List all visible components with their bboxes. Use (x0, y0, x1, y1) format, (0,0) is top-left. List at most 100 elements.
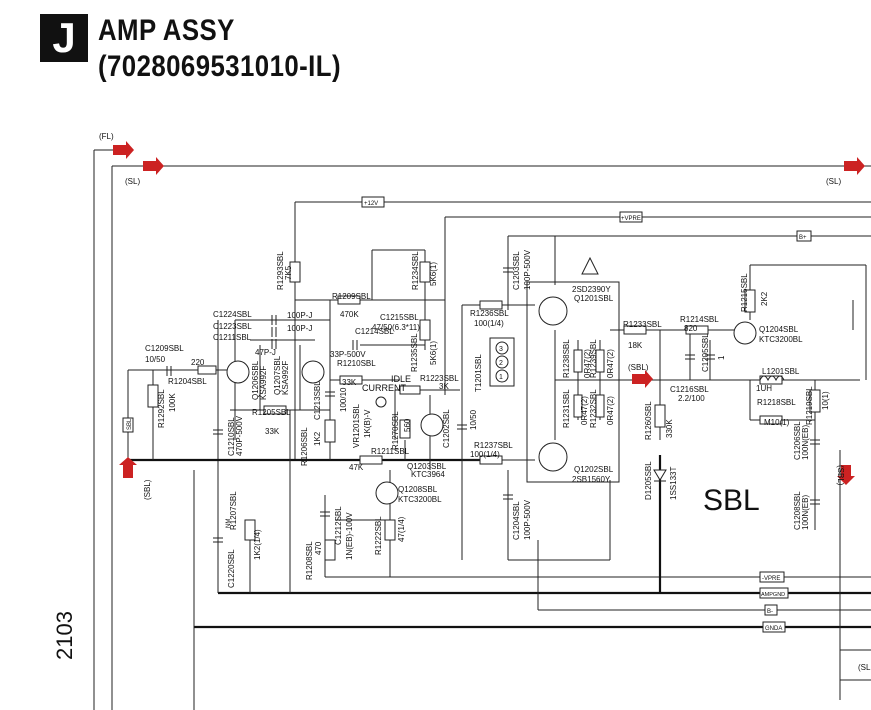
component-ref: D1205SBL (644, 461, 653, 500)
component-ref: C1212SBL (334, 506, 343, 545)
component-ref: C1204SBL (512, 501, 521, 540)
component-value: 1 (717, 355, 726, 360)
connector-pin-3: 3 (499, 346, 503, 353)
sl-arrow-left (143, 157, 164, 175)
vpre-bottom-tag: -VPRE (762, 576, 780, 582)
warning-icon (581, 256, 599, 275)
component-value: 1SS133T (669, 467, 678, 500)
component-value: 2K2 (760, 291, 769, 306)
capacitor-symbols (166, 267, 820, 543)
connector-label: T1201SBL (474, 354, 483, 392)
signal-arrows (113, 141, 865, 485)
component-value: 100K (168, 393, 177, 412)
component-value: 100N(EB) (801, 425, 810, 460)
component-value: 330K (665, 419, 674, 438)
component-ref: R1207SBL (229, 491, 238, 530)
component-ref: C1220SBL (227, 549, 236, 588)
misc-symbols (375, 256, 785, 482)
component-value: 1K2 (313, 431, 322, 446)
component-ref: R1234SBL (411, 251, 420, 290)
component-value: 47(1/4) (397, 516, 406, 542)
component-ref: Q1207SBL (273, 355, 282, 395)
component-ref: R1215SBL (740, 273, 749, 312)
component-ref: R1222SBL (374, 516, 383, 555)
component-ref: C1214SBL (355, 327, 394, 336)
fl-arrow (113, 141, 134, 159)
component-ref: C1211SBL (213, 333, 252, 342)
sbl-arrow-out (632, 370, 653, 388)
component-value: 0R47(2) (606, 349, 615, 378)
component-value: 1K(B)-V (363, 409, 372, 438)
component-ref: C1205SBL (701, 333, 710, 372)
component-ref: R1235SBL (410, 333, 419, 372)
sbl-tag: SBL (127, 418, 133, 430)
rail-lines (93, 149, 871, 710)
component-ref: R1236SBL (470, 309, 509, 318)
component-value: 5K6(1) (429, 341, 438, 365)
connector-pin-1: 1 (499, 374, 503, 381)
sl-label-right: (SL) (826, 177, 841, 186)
component-ref: R1293SBL (276, 251, 285, 290)
component-value: KTC3964 (411, 470, 445, 479)
component-ref: C1224SBL (213, 310, 252, 319)
component-value: 820 (684, 324, 698, 333)
component-ref: R1238SBL (562, 339, 571, 378)
component-ref: R1237SBL (474, 441, 513, 450)
rail-tags (122, 196, 812, 633)
component-ref: R1206SBL (300, 427, 309, 466)
component-ref: R1208SBL (305, 541, 314, 580)
section-label: SBL (703, 484, 760, 517)
component-ref: C1206SBL (793, 421, 802, 460)
component-value: 10/50 (145, 355, 166, 364)
component-ref: Q1206SBL (251, 360, 260, 400)
bplus-tag: B+ (799, 235, 807, 241)
component-ref: R1211SBL (371, 447, 410, 456)
component-value: 0R47(2) (583, 349, 592, 378)
component-ref: R1231SBL (562, 389, 571, 428)
sl-label-left: (SL) (125, 177, 140, 186)
transistor-symbols (226, 296, 757, 505)
component-value: 3K (439, 382, 449, 391)
component-ref: R1292SBL (157, 389, 166, 428)
component-ref: C1209SBL (145, 344, 184, 353)
fl-label: (FL) (99, 132, 114, 141)
component-value: KTC3200BL (398, 495, 442, 504)
component-ref: C1210SBL (227, 417, 236, 456)
resistor-symbols (147, 261, 821, 561)
gnda-tag: GNDA (765, 626, 782, 632)
component-value: 560 (403, 418, 412, 432)
component-value: 10/50 (469, 409, 478, 430)
component-ref: R1239SBL (589, 339, 598, 378)
component-value: KSA992F (281, 361, 290, 395)
component-ref: R1218SBL (757, 398, 796, 407)
sl-arrow-right (844, 157, 865, 175)
idle-label: IDLE (391, 374, 411, 384)
current-label: CURRENT (362, 383, 407, 393)
component-value: 47/50(6.3*11) (372, 323, 420, 332)
component-value: 220 (191, 358, 205, 367)
component-value: 100P-500V (523, 499, 532, 540)
component-value: 100N(EB) (801, 495, 810, 530)
sbl-arrow-down (837, 465, 855, 485)
component-value: 2SB1560Y (572, 475, 611, 484)
component-value: M10(1) (764, 418, 790, 427)
component-ref: C1203SBL (512, 251, 521, 290)
component-ref: Q1203SBL (407, 462, 447, 471)
component-value: 470P-500V (235, 415, 244, 456)
component-value: 2SD2390Y (572, 285, 611, 294)
component-value: 47K (349, 463, 364, 472)
component-ref: C1216SBL (670, 385, 709, 394)
component-ref: R1232SBL (589, 389, 598, 428)
component-ref: Q1204SBL (759, 325, 799, 334)
component-ref: R1223SBL (420, 374, 459, 383)
component-ref: C1208SBL (793, 491, 802, 530)
section-badge: J (40, 14, 88, 62)
ampgnd-tag: AMPGND (761, 592, 785, 598)
signal-network (127, 249, 610, 593)
component-value: 33P-500V (330, 350, 366, 359)
component-ref: Q1208SBL (398, 485, 438, 494)
component-value: 1N(EB)-100V (345, 512, 354, 560)
sbl-arrow-in (119, 457, 137, 478)
component-ref: C1202SBL (442, 409, 451, 448)
